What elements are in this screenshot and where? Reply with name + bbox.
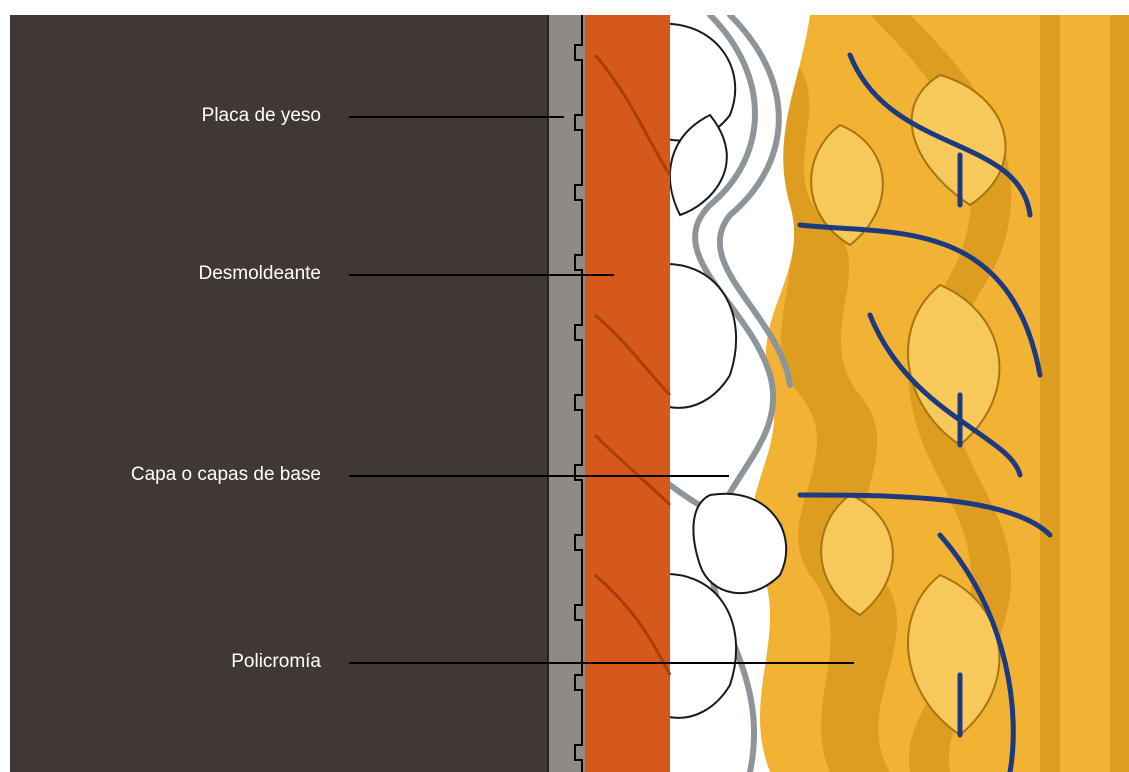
label-plaster-board: Placa de yeso [202,105,321,127]
diagram-canvas: Placa de yeso Desmoldeante Capa o capas … [10,15,1129,772]
leader-line-polychrome [349,662,854,664]
release-agent-layer [585,15,670,772]
layer-cross-section-illustration [10,15,1129,772]
leader-line-release-agent [349,274,614,276]
leader-line-base-layers [349,475,729,477]
label-polychrome: Policromía [231,651,321,673]
leader-line-plaster-board [349,116,564,118]
label-base-layers: Capa o capas de base [131,464,321,486]
label-release-agent: Desmoldeante [198,263,321,285]
